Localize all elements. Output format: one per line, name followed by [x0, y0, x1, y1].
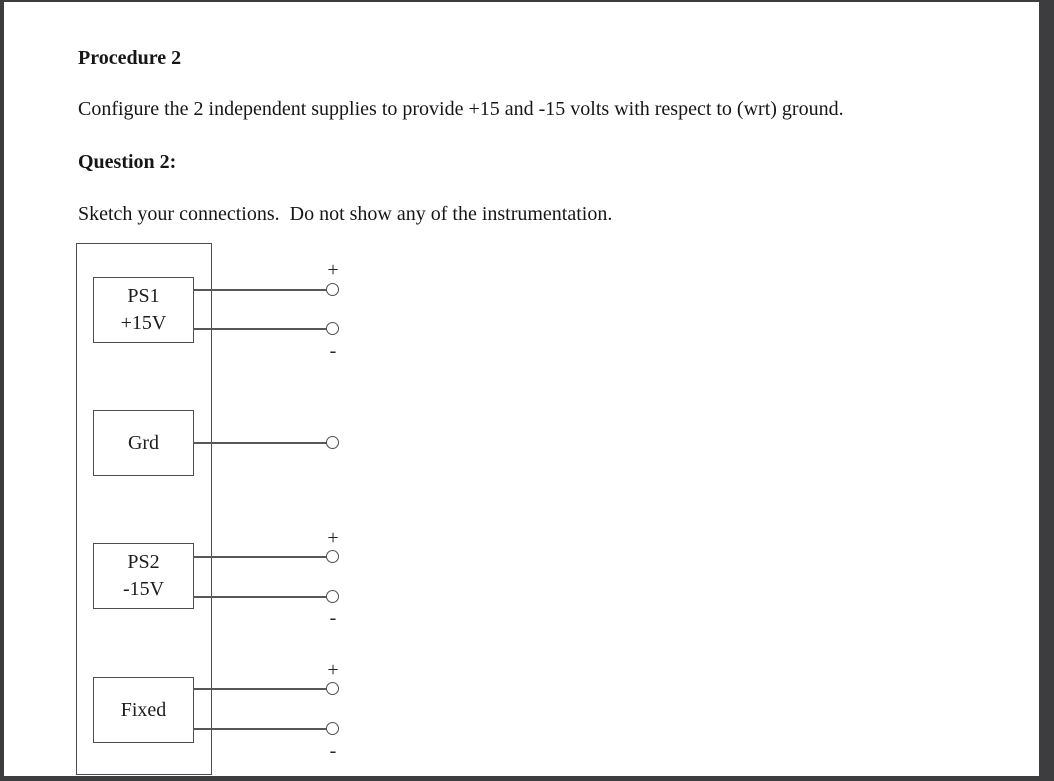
document-page: Procedure 2 Configure the 2 independent … [4, 2, 1039, 776]
fixed-negative-wire [193, 728, 327, 730]
grd-box: Grd [93, 410, 194, 476]
grd-label: Grd [127, 431, 160, 454]
fixed-positive-wire [193, 688, 327, 690]
grd-terminal-circle [326, 436, 339, 449]
fixed-box: Fixed [93, 677, 194, 743]
ps2-positive-terminal-circle [326, 550, 339, 563]
ps2-negative-wire [193, 596, 327, 598]
fixed-negative-terminal-circle [326, 722, 339, 735]
ps1-minus-sign: - [329, 340, 337, 362]
ps2-minus-sign: - [329, 607, 337, 629]
fixed-minus-sign: - [329, 740, 337, 762]
ps2-voltage-label: -15V [122, 578, 165, 600]
ps1-box: PS1 +15V [93, 277, 194, 343]
procedure-heading: Procedure 2 [78, 47, 182, 69]
fixed-positive-terminal-circle [326, 682, 339, 695]
ps1-negative-terminal-circle [326, 322, 339, 335]
ps2-negative-terminal-circle [326, 590, 339, 603]
fixed-plus-sign: + [327, 659, 339, 681]
ps1-positive-terminal-circle [326, 283, 339, 296]
grd-wire [193, 442, 327, 444]
question-heading: Question 2: [78, 151, 177, 173]
ps2-box: PS2 -15V [93, 543, 194, 609]
ps1-positive-wire [193, 289, 327, 291]
question-paragraph: Sketch your connections. Do not show any… [78, 203, 613, 225]
ps2-positive-wire [193, 556, 327, 558]
ps2-plus-sign: + [327, 527, 339, 549]
ps1-plus-sign: + [327, 259, 339, 281]
fixed-label: Fixed [120, 698, 167, 721]
ps1-negative-wire [193, 328, 327, 330]
ps1-voltage-label: +15V [120, 312, 167, 334]
procedure-paragraph: Configure the 2 independent supplies to … [78, 98, 844, 120]
ps2-label: PS2 [127, 551, 160, 573]
ps1-label: PS1 [127, 285, 160, 307]
